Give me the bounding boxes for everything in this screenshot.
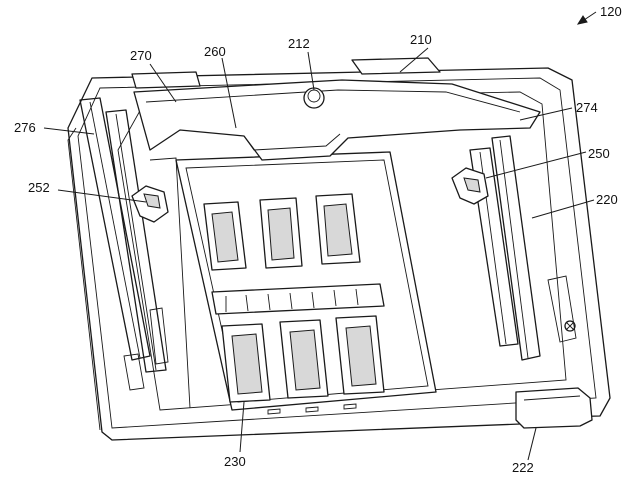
pivot-pin-icon xyxy=(303,87,325,109)
right-side-rail xyxy=(469,135,577,361)
label-222: 222 xyxy=(512,460,534,475)
right-slide-arm xyxy=(451,167,489,205)
left-slide-arm xyxy=(131,185,169,223)
screw-icon xyxy=(564,320,576,332)
label-212: 212 xyxy=(288,36,310,51)
label-230: 230 xyxy=(224,454,246,469)
label-220: 220 xyxy=(596,192,618,207)
top-flange xyxy=(131,57,441,89)
lever-cover xyxy=(133,79,541,161)
front-latch xyxy=(515,387,593,429)
reference-labels: 120 210 212 260 270 274 276 250 252 220 … xyxy=(14,4,622,475)
lower-contact-row xyxy=(221,315,385,403)
label-250: 250 xyxy=(588,146,610,161)
card-tray xyxy=(175,151,437,415)
figure-reference-numeral: 120 xyxy=(600,4,622,19)
left-side-rail xyxy=(79,97,169,391)
upper-contact-row xyxy=(203,193,361,271)
arrow-icon xyxy=(576,15,588,25)
middle-contact-strip xyxy=(211,283,385,315)
label-252: 252 xyxy=(28,180,50,195)
label-276: 276 xyxy=(14,120,36,135)
label-210: 210 xyxy=(410,32,432,47)
label-270: 270 xyxy=(130,48,152,63)
leader-lines xyxy=(43,11,597,461)
label-274: 274 xyxy=(576,100,598,115)
label-260: 260 xyxy=(204,44,226,59)
